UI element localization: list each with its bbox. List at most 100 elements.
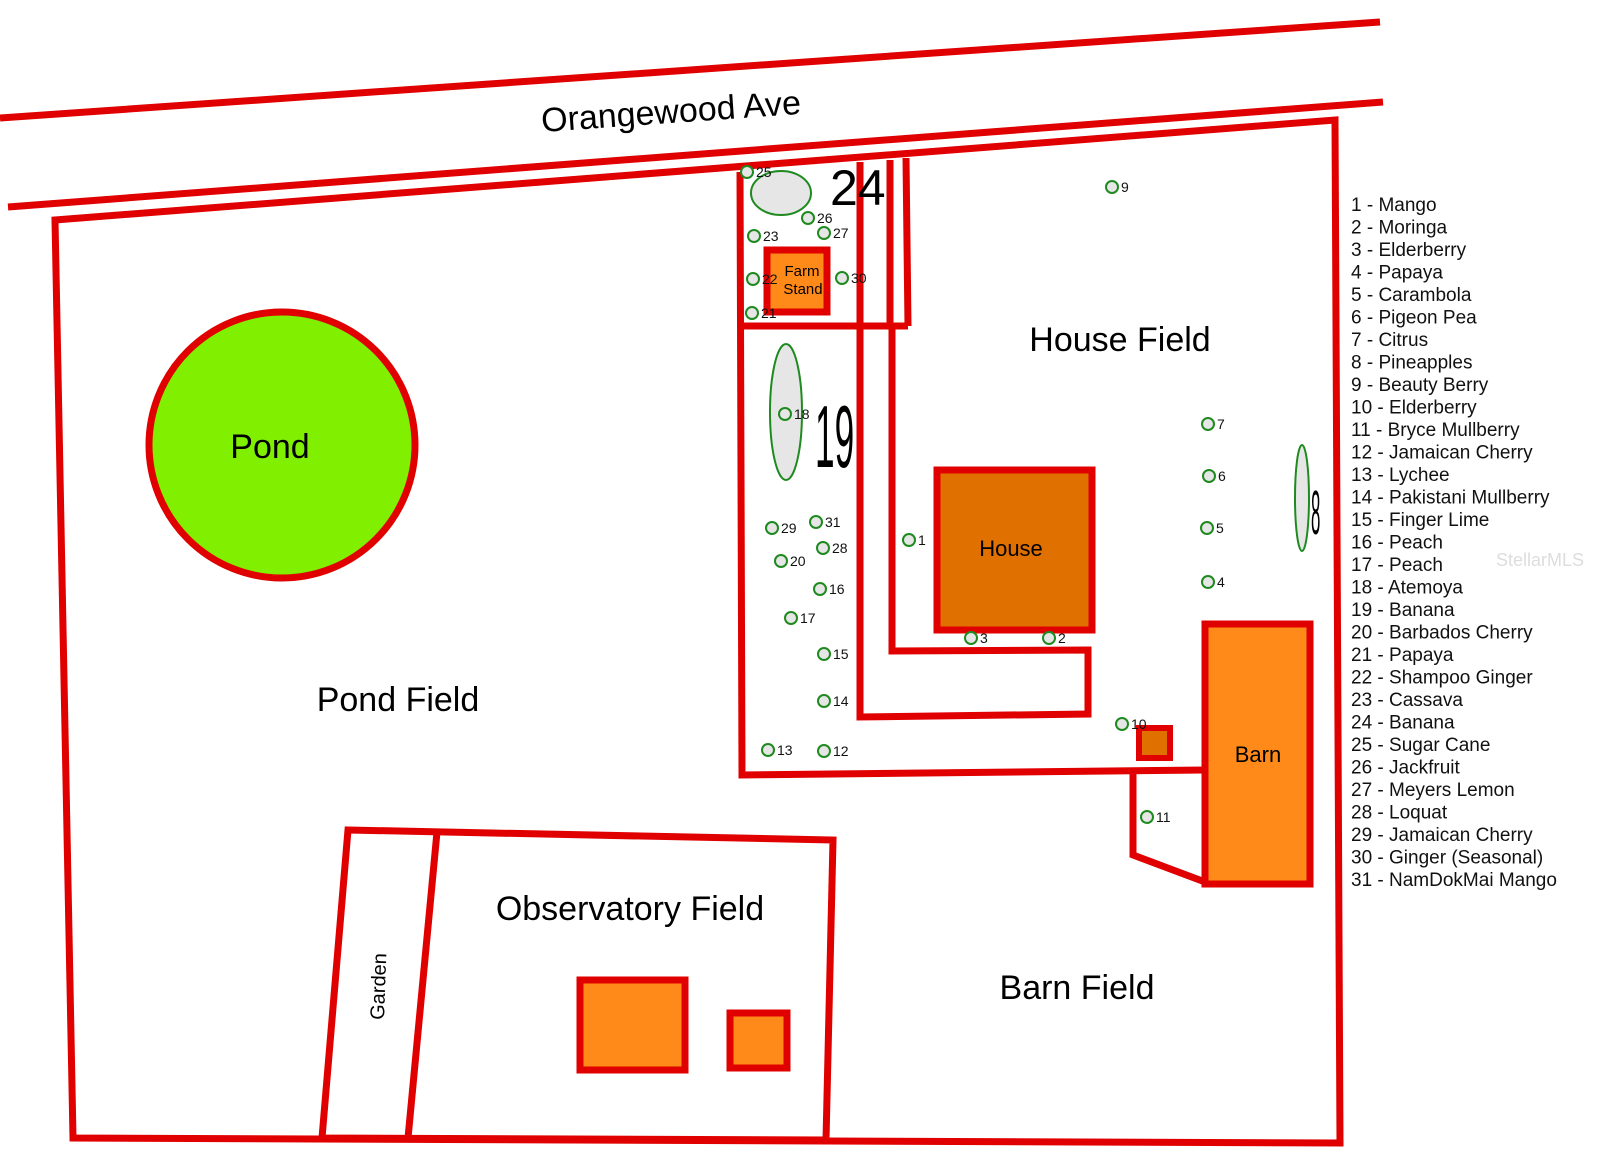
garden-label: Garden <box>367 953 391 1020</box>
garden-divider <box>404 831 441 1139</box>
tree-marker-4 <box>1201 575 1215 589</box>
tree-number-label: 31 <box>825 514 841 530</box>
legend-item: 18 - Atemoya <box>1351 578 1463 599</box>
tree-marker-1 <box>902 533 916 547</box>
legend-item: 9 - Beauty Berry <box>1351 375 1489 396</box>
tree-number-label: 1 <box>918 532 926 548</box>
observatory-field-label: Observatory Field <box>496 890 764 928</box>
legend-item: 25 - Sugar Cane <box>1351 735 1490 756</box>
tree-marker-20 <box>774 554 788 568</box>
tree-marker-3 <box>964 631 978 645</box>
outbuilding <box>726 1009 791 1072</box>
road-edge-north <box>0 18 1381 122</box>
legend-item: 28 - Loquat <box>1351 803 1448 824</box>
tree-marker-21 <box>745 306 759 320</box>
divider <box>902 157 912 327</box>
farm-stand-label: Farm <box>785 263 820 280</box>
tree-number-label: 30 <box>851 270 867 286</box>
legend-item: 10 - Elderberry <box>1351 398 1477 419</box>
tree-number-label: 21 <box>761 305 777 321</box>
legend-item: 5 - Carambola <box>1351 285 1472 306</box>
legend-item: 20 - Barbados Cherry <box>1351 623 1533 644</box>
barn-field-label: Barn Field <box>1000 969 1155 1007</box>
tree-number-label: 12 <box>833 743 849 759</box>
tree-number-label: 14 <box>833 693 849 709</box>
shed <box>1136 725 1173 761</box>
legend-item: 8 - Pineapples <box>1351 353 1472 374</box>
house <box>933 466 1096 634</box>
barn <box>1201 620 1314 888</box>
tree-number-label: 23 <box>763 228 779 244</box>
legend-item: 22 - Shampoo Ginger <box>1351 668 1533 689</box>
pineapple-area-8-label: 8 <box>1311 478 1320 548</box>
pineapple-area <box>1294 444 1310 552</box>
barn-yard <box>1129 770 1207 886</box>
barn-label: Barn <box>1235 742 1281 767</box>
tree-marker-17 <box>784 611 798 625</box>
tree-number-label: 10 <box>1131 716 1147 732</box>
tree-marker-25 <box>740 165 754 179</box>
legend-item: 6 - Pigeon Pea <box>1351 308 1477 329</box>
tree-marker-26 <box>801 211 815 225</box>
sugar-cane-area <box>750 170 812 216</box>
legend-item: 13 - Lychee <box>1351 465 1450 486</box>
legend-item: 2 - Moringa <box>1351 218 1448 239</box>
legend-item: 7 - Citrus <box>1351 330 1428 351</box>
tree-marker-29 <box>765 521 779 535</box>
tree-marker-30 <box>835 271 849 285</box>
pond-label: Pond <box>230 428 309 466</box>
property-boundary <box>51 116 1344 1147</box>
legend-item: 26 - Jackfruit <box>1351 758 1460 779</box>
farm-stand-label: Stand <box>783 281 822 298</box>
tree-marker-18 <box>778 407 792 421</box>
tree-markers: 1234567910111213141516171820212223252627… <box>740 164 1226 825</box>
tree-number-label: 6 <box>1218 468 1226 484</box>
banana-area-24-label: 24 <box>830 160 886 216</box>
legend-item: 31 - NamDokMai Mango <box>1351 870 1557 891</box>
orchard-boundary <box>736 171 1206 779</box>
tree-marker-10 <box>1115 717 1129 731</box>
farm-stand <box>763 246 831 316</box>
legend-item: 3 - Elderberry <box>1351 240 1467 261</box>
tree-number-label: 15 <box>833 646 849 662</box>
tree-marker-22 <box>746 272 760 286</box>
tree-number-label: 28 <box>832 540 848 556</box>
road-edge-south <box>7 98 1384 211</box>
house-label: House <box>979 536 1043 561</box>
tree-number-label: 18 <box>794 406 810 422</box>
pond <box>145 308 419 582</box>
legend-item: 11 - Bryce Mullberry <box>1351 420 1520 441</box>
legend-item: 17 - Peach <box>1351 555 1443 576</box>
legend-item: 16 - Peach <box>1351 533 1443 554</box>
tree-number-label: 9 <box>1121 179 1129 195</box>
tree-number-label: 25 <box>756 164 772 180</box>
tree-marker-9 <box>1105 180 1119 194</box>
watermark: StellarMLS <box>1496 550 1584 570</box>
tree-marker-5 <box>1200 521 1214 535</box>
observatory-building <box>576 976 689 1074</box>
tree-number-label: 3 <box>980 630 988 646</box>
legend-item: 27 - Meyers Lemon <box>1351 780 1515 801</box>
tree-marker-27 <box>817 226 831 240</box>
tree-marker-14 <box>817 694 831 708</box>
tree-number-label: 22 <box>762 271 778 287</box>
tree-marker-6 <box>1202 469 1216 483</box>
tree-marker-23 <box>747 229 761 243</box>
legend-item: 15 - Finger Lime <box>1351 510 1489 531</box>
tree-number-label: 29 <box>781 520 797 536</box>
house-field-label: House Field <box>1029 321 1210 359</box>
legend-item: 1 - Mango <box>1351 195 1437 216</box>
tree-number-label: 5 <box>1216 520 1224 536</box>
tree-number-label: 27 <box>833 225 849 241</box>
legend-item: 30 - Ginger (Seasonal) <box>1351 848 1543 869</box>
legend-item: 19 - Banana <box>1351 600 1455 621</box>
tree-marker-7 <box>1201 417 1215 431</box>
tree-number-label: 2 <box>1058 630 1066 646</box>
tree-number-label: 16 <box>829 581 845 597</box>
tree-marker-16 <box>813 582 827 596</box>
legend-item: 23 - Cassava <box>1351 690 1463 711</box>
observatory-field-boundary <box>318 826 837 1144</box>
tree-number-label: 7 <box>1217 416 1225 432</box>
tree-marker-11 <box>1140 810 1154 824</box>
